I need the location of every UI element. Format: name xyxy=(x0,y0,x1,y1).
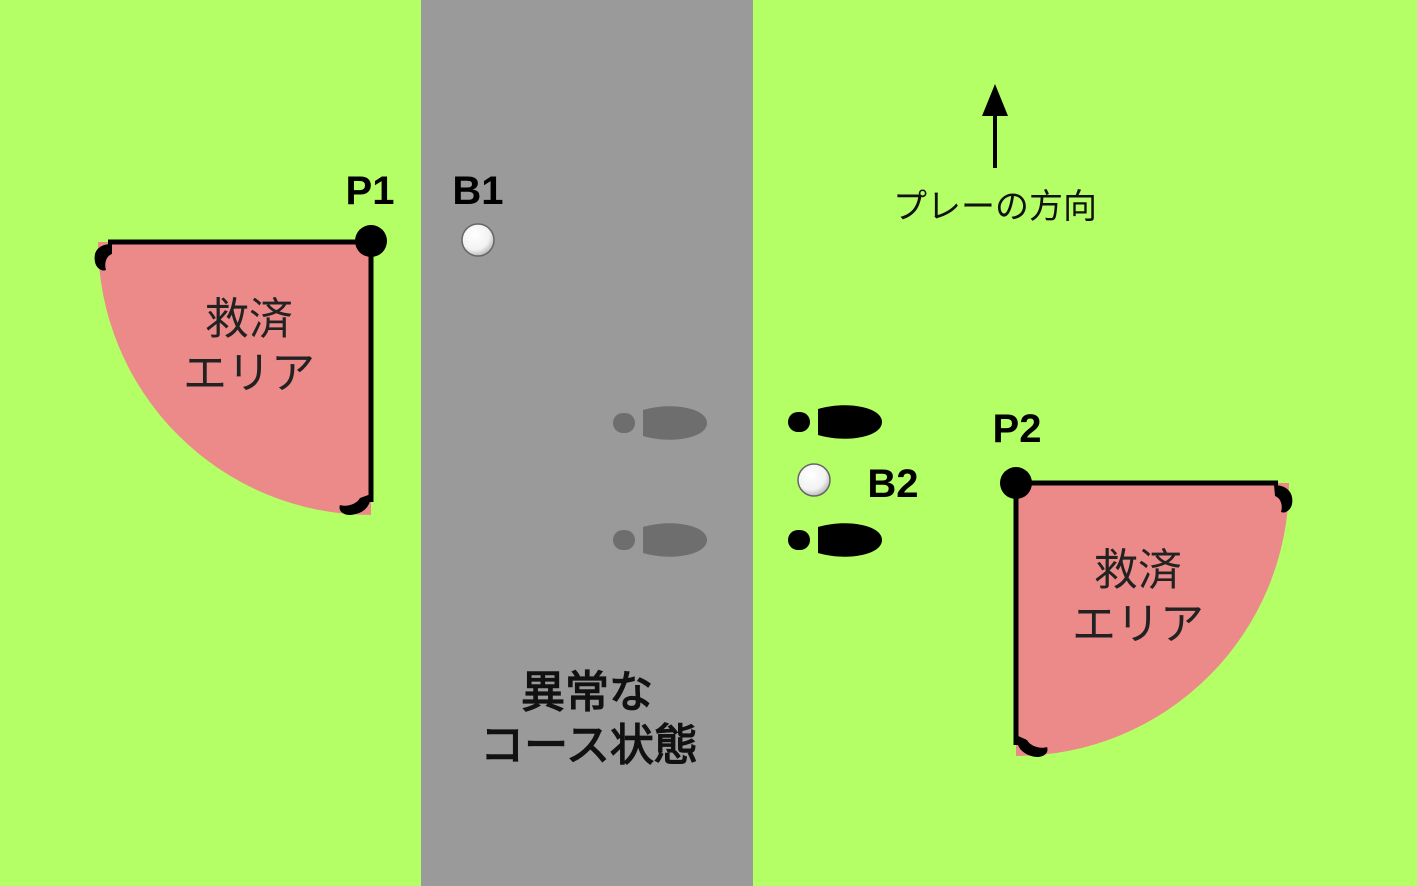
direction-of-play-label: プレーの方向 xyxy=(893,187,1097,227)
golf-ball-icon-b1 xyxy=(461,223,495,257)
abnormal-condition-label-line2: コース状態 xyxy=(480,720,698,771)
ball-label-b1: B1 xyxy=(452,169,503,213)
reference-point-p2 xyxy=(1000,467,1032,499)
golf-ball-icon-b2 xyxy=(797,463,831,497)
relief-area-right: 救済 エリア xyxy=(1000,467,1293,757)
abnormal-course-condition-area xyxy=(421,0,753,886)
relief-area-label-right-line1: 救済 xyxy=(1094,545,1182,596)
reference-point-p1 xyxy=(355,225,387,257)
point-label-p1: P1 xyxy=(346,169,395,213)
relief-area-label-left-line1: 救済 xyxy=(205,294,293,345)
relief-area-left: 救済 エリア xyxy=(94,225,387,515)
ball-label-b2: B2 xyxy=(867,462,918,506)
abnormal-condition-label-line1: 異常な xyxy=(521,667,653,718)
relief-area-label-right-line2: エリア xyxy=(1072,599,1204,650)
relief-area-label-left-line2: エリア xyxy=(183,348,315,399)
point-label-p2: P2 xyxy=(993,407,1042,451)
arrow-up-icon xyxy=(982,84,1008,168)
